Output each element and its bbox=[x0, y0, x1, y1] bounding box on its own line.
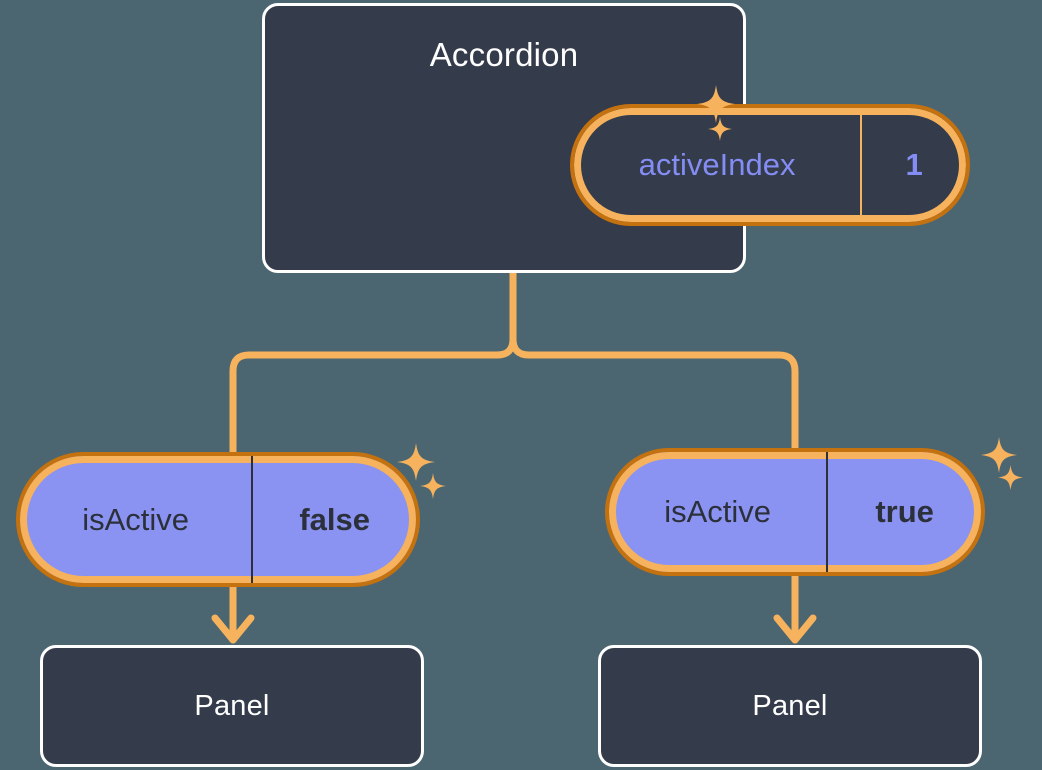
panel-title-right: Panel bbox=[752, 690, 828, 722]
accordion-title: Accordion bbox=[429, 36, 579, 73]
prop-pill-is-active-false[interactable]: isActive false bbox=[16, 452, 420, 587]
prop-pill-is-active-false-value: false bbox=[251, 456, 416, 583]
state-pill-active-index-label: activeIndex bbox=[638, 147, 796, 182]
state-pill-active-index-value: 1 bbox=[860, 108, 966, 222]
panel-title-left: Panel bbox=[194, 690, 270, 722]
accordion-component-card[interactable]: Accordion activeIndex 1 bbox=[262, 3, 970, 273]
sparkle-right-pill-large bbox=[981, 437, 1017, 473]
prop-pill-is-active-false-label: isActive bbox=[82, 501, 190, 537]
panel-component-card-right[interactable]: Panel bbox=[598, 645, 982, 767]
sparkle-right-pill-small bbox=[998, 465, 1023, 490]
state-pill-active-index[interactable]: activeIndex 1 bbox=[570, 104, 970, 226]
sparkle-left-pill-small bbox=[420, 473, 446, 499]
prop-pill-is-active-true-label: isActive bbox=[664, 494, 772, 529]
panel-component-card-left[interactable]: Panel bbox=[40, 645, 424, 767]
prop-pill-is-active-true-value: true bbox=[826, 452, 981, 572]
prop-pill-is-active-true[interactable]: isActive true bbox=[605, 448, 985, 576]
